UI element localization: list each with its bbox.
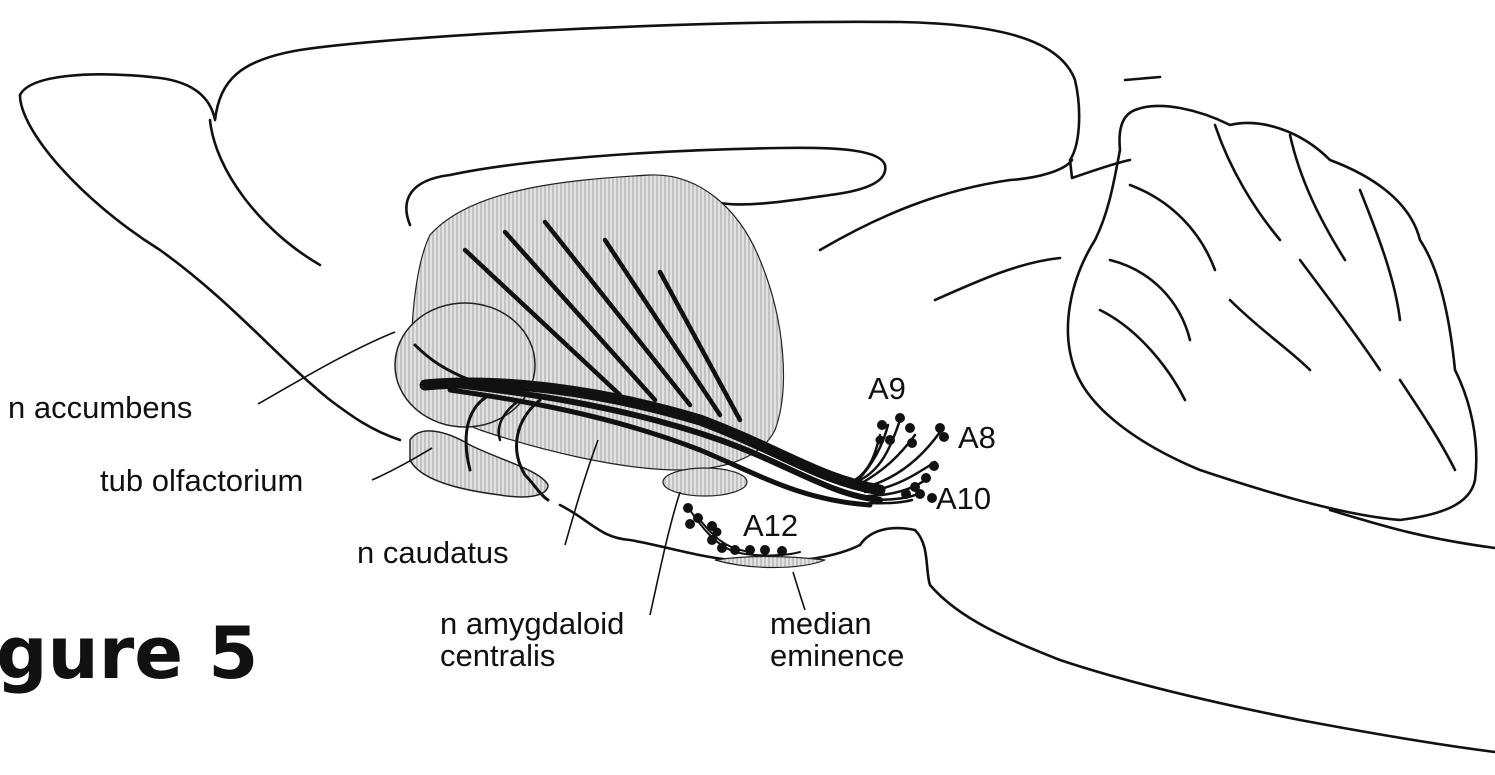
leader-n-amygdaloid	[650, 492, 680, 615]
brain-outline	[20, 22, 1130, 178]
cortex-inner-left	[210, 120, 320, 265]
n-accumbens-region	[395, 303, 535, 427]
olfactory-lower	[20, 95, 400, 440]
label-a9: A9	[868, 373, 906, 405]
leader-n-accumbens	[258, 332, 395, 404]
n-amygdaloid-region	[663, 468, 747, 496]
cortex-inner-right	[820, 160, 1072, 250]
cortex-lower-right	[935, 258, 1060, 300]
leader-median-eminence	[793, 572, 805, 610]
base-outline	[560, 505, 1495, 752]
label-n-accumbens: n accumbens	[8, 392, 192, 424]
cerebellum-folia	[1100, 125, 1455, 470]
label-median-1: median	[770, 608, 872, 640]
label-n-caudatus: n caudatus	[357, 537, 509, 569]
label-tub-olfactorium: tub olfactorium	[100, 465, 303, 497]
median-eminence-region	[715, 557, 825, 568]
cerebellum-outline	[1068, 106, 1476, 520]
label-a8: A8	[958, 422, 996, 454]
label-n-amygdaloid-2: centralis	[440, 640, 555, 672]
brain-top-dash	[1125, 77, 1160, 80]
brainstem-upper	[1330, 510, 1495, 548]
label-a12: A12	[743, 510, 798, 542]
label-n-amygdaloid-1: n amygdaloid	[440, 608, 624, 640]
label-a10: A10	[936, 483, 991, 515]
label-median-2: eminence	[770, 640, 904, 672]
figure-title: gure 5	[0, 613, 258, 693]
